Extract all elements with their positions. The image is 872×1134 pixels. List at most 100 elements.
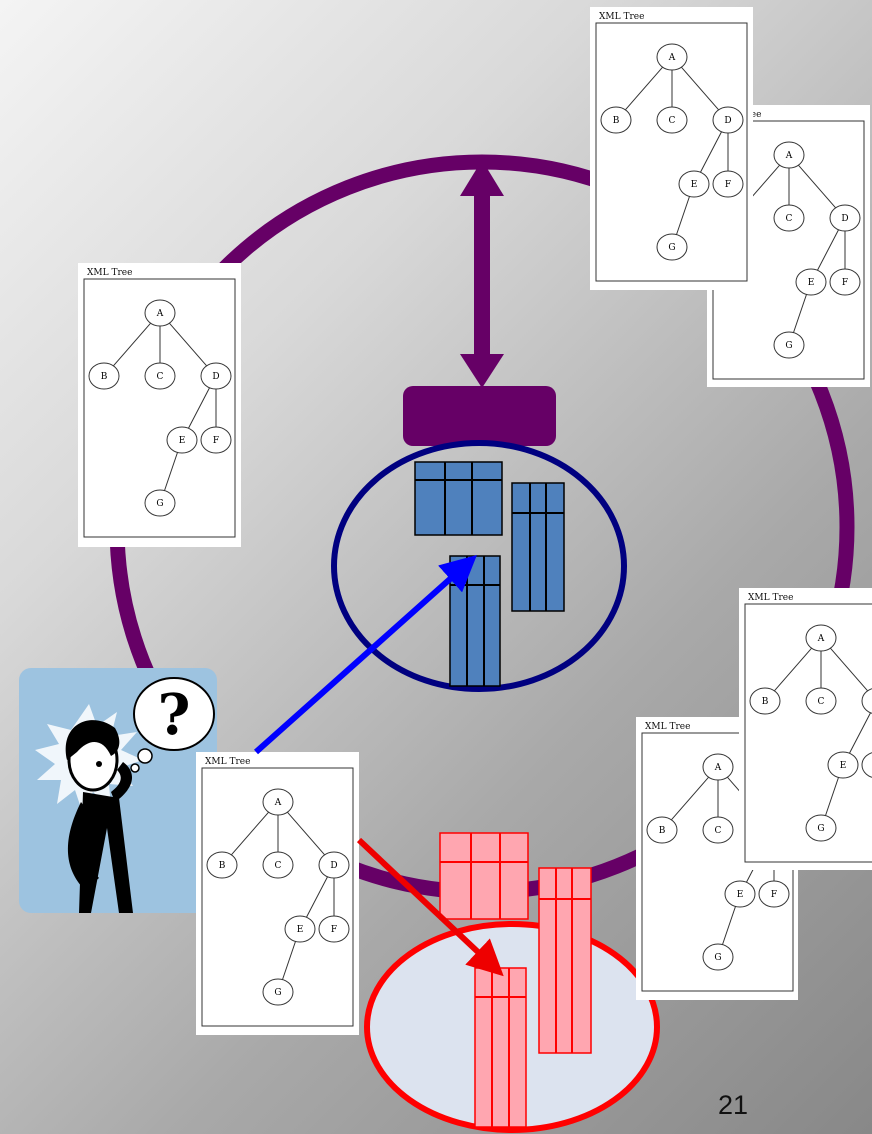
tree-node: D: [861, 688, 872, 714]
tree-node: E: [284, 915, 316, 943]
tree-node: F: [758, 880, 790, 908]
tree-edge: [848, 712, 872, 754]
tree-node: D: [712, 106, 744, 134]
tree-node-label: E: [840, 761, 847, 771]
xml-tree-card-top-right-front: XML Tree A B C D E F G: [590, 7, 753, 290]
tree-node-label: E: [691, 180, 698, 190]
store-block: [403, 386, 556, 446]
tree-node-label: A: [785, 151, 793, 161]
tree-node: C: [773, 204, 805, 232]
tree-edge: [699, 131, 723, 173]
question-mark-glyph: ?: [158, 682, 191, 748]
tree-node: G: [702, 943, 734, 971]
tree-node: D: [200, 362, 232, 390]
tree-node-label: G: [785, 341, 792, 351]
tree-node-label: F: [725, 180, 731, 190]
blue-table-tall-right: [511, 482, 565, 612]
tree-node-label: A: [714, 763, 722, 773]
tree-node: A: [656, 43, 688, 71]
xml-tree-title: XML Tree: [205, 757, 251, 767]
tree-node: G: [805, 814, 837, 842]
tree-node-label: C: [157, 372, 164, 382]
red-table-right: [538, 867, 592, 1054]
tree-node: G: [773, 331, 805, 359]
tree-node-label: A: [156, 309, 164, 319]
blue-table-tall-bottom: [449, 555, 501, 687]
xml-tree-title: XML Tree: [599, 12, 645, 22]
tree-node-label: G: [156, 499, 163, 509]
tree-node-label: G: [714, 953, 721, 963]
tree-node-label: D: [841, 214, 848, 224]
tree-edge: [112, 322, 152, 367]
tree-edge: [829, 647, 869, 692]
xml-tree-title: XML Tree: [87, 268, 133, 278]
tree-node: B: [206, 851, 238, 879]
tree-node-label: B: [659, 826, 666, 836]
tree-node-label: A: [817, 634, 825, 644]
tree-node-label: G: [274, 988, 281, 998]
tree-node-label: A: [274, 798, 282, 808]
tree-node-label: E: [179, 436, 186, 446]
tree-edge: [187, 387, 211, 429]
tree-node: G: [262, 978, 294, 1006]
tree-node: A: [805, 624, 837, 652]
blue-table-wide: [414, 461, 503, 536]
tree-node-label: F: [213, 436, 219, 446]
tree-node: B: [600, 106, 632, 134]
tree-node-label: G: [817, 824, 824, 834]
tree-node-label: A: [668, 53, 676, 63]
tree-edge: [286, 811, 326, 856]
tree-node-label: C: [715, 826, 722, 836]
tree-edge: [168, 322, 208, 367]
tree-edge: [230, 811, 270, 856]
tree-node: A: [262, 788, 294, 816]
tree-node: C: [805, 687, 837, 715]
tree-node-label: C: [786, 214, 793, 224]
tree-node-label: D: [330, 861, 337, 871]
tree-node: D: [829, 204, 861, 232]
tree-node-label: D: [724, 116, 731, 126]
tree-node-label: G: [668, 243, 675, 253]
tree-node-label: B: [762, 697, 769, 707]
page-number: 21: [718, 1090, 749, 1120]
tree-node: F: [861, 752, 872, 778]
tree-node-label: B: [219, 861, 226, 871]
tree-edge: [816, 229, 840, 271]
tree-edge: [281, 941, 297, 980]
tree-node: G: [144, 489, 176, 517]
xml-tree-graph: A B C D E F G: [83, 278, 236, 538]
tree-edge: [670, 776, 710, 821]
tree-node-label: F: [331, 925, 337, 935]
double-arrow: [460, 160, 504, 388]
tree-node-label: C: [818, 697, 825, 707]
tree-node-label: E: [808, 278, 815, 288]
tree-node-label: E: [737, 890, 744, 900]
xml-tree-title: XML Tree: [645, 722, 691, 732]
tree-node-label: C: [275, 861, 282, 871]
tree-node-label: D: [212, 372, 219, 382]
tree-edge: [792, 294, 808, 333]
tree-node: C: [656, 106, 688, 134]
tree-node: C: [144, 362, 176, 390]
red-table-bottom: [474, 967, 527, 1128]
xml-tree-graph: A B C D E F G: [744, 603, 872, 863]
tree-node-label: F: [842, 278, 848, 288]
tree-edge: [824, 777, 840, 816]
tree-node: B: [88, 362, 120, 390]
tree-node: C: [262, 851, 294, 879]
tree-node: A: [702, 753, 734, 781]
tree-node-label: B: [101, 372, 108, 382]
tree-node: E: [827, 751, 859, 779]
tree-node: F: [318, 915, 350, 943]
thinking-person-icon: ?: [35, 677, 215, 913]
tree-edge: [624, 66, 664, 111]
xml-tree-graph: A B C D E F G: [201, 767, 354, 1027]
tree-node: E: [724, 880, 756, 908]
tree-node-label: C: [669, 116, 676, 126]
tree-edge: [305, 876, 329, 918]
tree-edge: [680, 66, 720, 111]
tree-edge: [773, 647, 813, 692]
tree-node: D: [318, 851, 350, 879]
tree-node-label: F: [771, 890, 777, 900]
